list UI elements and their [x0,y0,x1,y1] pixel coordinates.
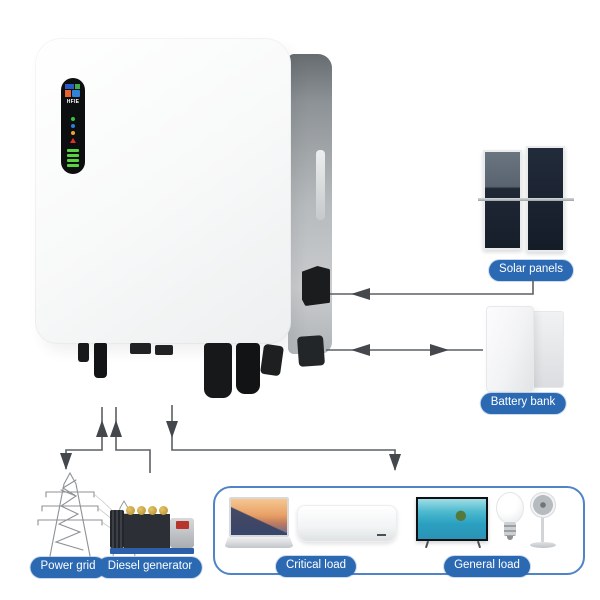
cable-gland [94,343,107,378]
arrowhead-right [430,344,449,356]
general-load-badge: General load [444,556,530,577]
laptop-icon [224,497,294,553]
battery-module [530,311,564,388]
alarm-led-icon [70,138,76,143]
power-grid-badge: Power grid [30,557,106,578]
arrowhead-down [389,454,401,471]
green-led-icon [71,117,75,121]
panel-mounting-rail [478,198,574,201]
critical-load-badge: Critical load [275,556,357,577]
cable-gland [78,343,89,362]
battery-level-indicator [61,149,85,167]
light-bulb-icon [495,492,525,550]
brand-label: HFIE [66,99,80,105]
solar-panels-icon [478,146,574,254]
brand-logo-icon [65,84,81,97]
arrowhead-up [96,420,108,437]
solar-panels-badge: Solar panels [489,260,573,281]
inverter-led-panel: HFIE [61,78,85,174]
arrowhead-left [351,344,370,356]
arrowhead-up [110,420,122,437]
cable-gland [155,345,173,355]
air-conditioner-icon [297,505,397,542]
grid-inverter-line [65,407,103,469]
diesel-generator-icon [110,502,194,554]
diesel-generator-badge: Diesel generator [97,557,203,578]
cable-gland [236,343,260,394]
cable-gland [260,343,284,377]
battery-module [486,306,534,392]
arrowhead-down [166,421,178,438]
wifi-antenna-icon [302,266,330,306]
status-led-group [61,117,85,143]
cable-gland [130,343,151,354]
standing-fan-icon [527,492,559,552]
inverter-to-loads-line [171,405,396,470]
cable-gland [204,343,232,398]
solar-to-inverter-line [330,279,534,295]
arrowhead-left [351,288,370,300]
generator-to-inverter-line [115,407,151,473]
inverter-side-panel [288,54,332,354]
inverter-hinge [316,150,325,220]
battery-bank-badge: Battery bank [480,393,566,414]
blue-led-icon [71,124,75,128]
side-connector [296,335,326,367]
orange-led-icon [71,131,75,135]
tv-icon [416,497,488,541]
